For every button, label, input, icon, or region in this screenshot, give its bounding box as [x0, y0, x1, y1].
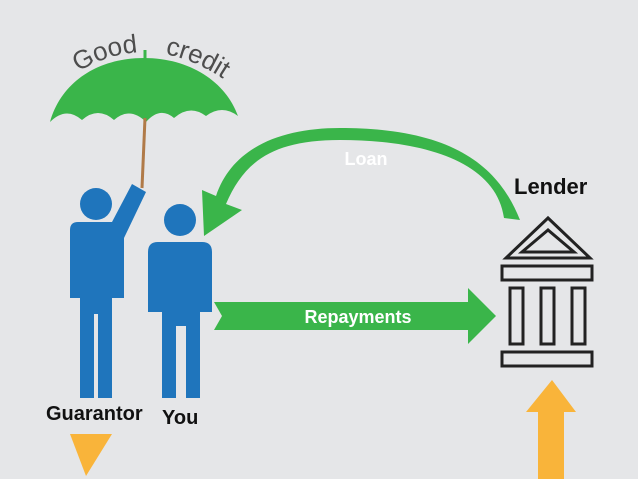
bank-base: [500, 350, 594, 368]
bank-roof-inner: [517, 228, 579, 254]
orange-arrow-right-body: [526, 380, 576, 479]
umbrella-handle: [140, 117, 147, 189]
bank-building-icon: [500, 215, 594, 368]
you-figure: [148, 204, 212, 398]
repayments-arrow-body: [214, 288, 496, 344]
repayments-arrow: Repayments: [214, 288, 496, 344]
orange-arrow-left-head: [70, 434, 112, 476]
lender-label: Lender: [514, 174, 588, 199]
you-body: [148, 242, 212, 398]
loan-label: Loan: [345, 149, 388, 169]
orange-arrow-left: [70, 434, 112, 476]
umbrella-canopy: [50, 58, 238, 122]
loan-arrow: Loan: [202, 128, 520, 236]
guarantor-head: [80, 188, 112, 220]
umbrella-icon: [50, 50, 238, 189]
guarantor-label: Guarantor: [46, 403, 143, 425]
loan-arrow-body: [202, 128, 520, 236]
you-label: You: [162, 407, 199, 429]
guarantor-figure: [70, 184, 146, 398]
orange-arrow-right: [526, 380, 576, 479]
guarantor-body: [70, 184, 146, 398]
bank-roof: [502, 215, 594, 260]
repayments-label: Repayments: [304, 307, 411, 327]
bank-entablature: [500, 264, 594, 282]
bank-column-1: [508, 286, 525, 346]
bank-column-2: [539, 286, 556, 346]
you-head: [164, 204, 196, 236]
bank-column-3: [570, 286, 587, 346]
